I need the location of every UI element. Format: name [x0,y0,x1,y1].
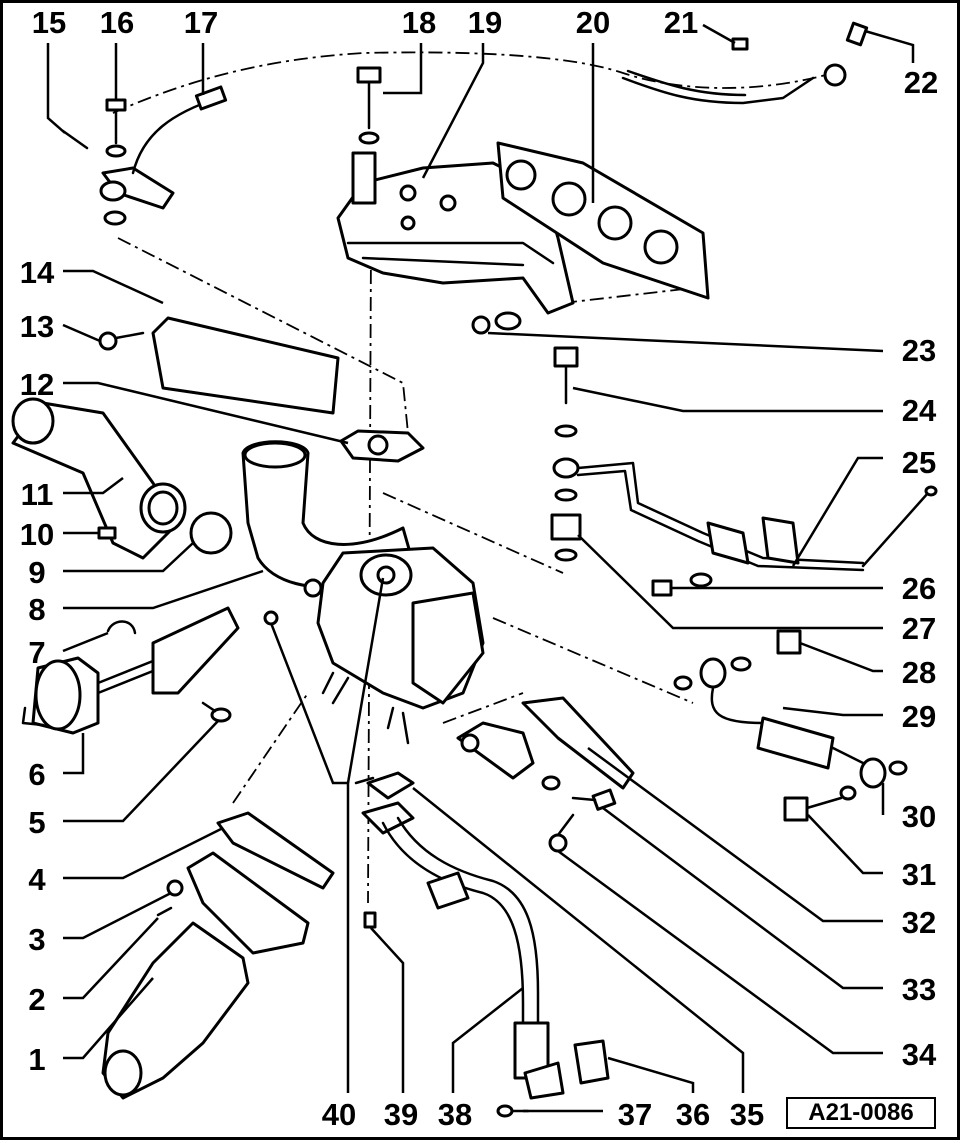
callout-3: 3 [28,922,45,957]
callout-40: 40 [322,1097,356,1132]
exploded-parts-diagram: 15 16 17 18 19 20 21 22 23 24 25 26 27 2… [11,5,938,1132]
callout-5: 5 [28,805,45,840]
callout-23: 23 [902,333,936,368]
callout-26: 26 [902,571,936,606]
downpipe-flange [186,851,310,955]
callout-10: 10 [20,517,54,552]
leader-lines [46,23,915,1113]
callout-2: 2 [28,982,45,1017]
callout-20: 20 [576,5,610,40]
callout-labels: 15 16 17 18 19 20 21 22 23 24 25 26 27 2… [20,5,938,1132]
callout-24: 24 [902,393,937,428]
heat-shield-14 [151,316,340,415]
callout-7: 7 [28,635,45,670]
callout-28: 28 [902,655,936,690]
figure-reference-code: A21-0086 [786,1097,936,1129]
callout-12: 12 [20,367,54,402]
callout-33: 33 [902,972,936,1007]
callout-22: 22 [904,65,938,100]
downpipe-1 [101,921,250,1100]
bolt-16-head [105,98,127,112]
callout-8: 8 [28,592,45,627]
callout-35: 35 [730,1097,764,1132]
callout-32: 32 [902,905,936,940]
callout-15: 15 [32,5,66,40]
callout-27: 27 [902,611,936,646]
callout-39: 39 [384,1097,418,1132]
callout-17: 17 [184,5,218,40]
callout-36: 36 [676,1097,710,1132]
callout-34: 34 [902,1037,937,1072]
callout-11: 11 [21,477,54,512]
callout-9: 9 [28,555,45,590]
assembly-lines [112,51,834,904]
callout-30: 30 [902,799,936,834]
callout-31: 31 [902,857,936,892]
callout-29: 29 [902,699,936,734]
callout-18: 18 [402,5,436,40]
callout-25: 25 [902,445,936,480]
callout-37: 37 [618,1097,652,1132]
callout-4: 4 [28,862,46,897]
parts-artwork [11,21,938,1118]
callout-1: 1 [28,1042,45,1077]
callout-19: 19 [468,5,502,40]
callout-21: 21 [664,5,698,40]
callout-38: 38 [438,1097,472,1132]
callout-14: 14 [20,255,55,290]
callout-13: 13 [20,309,54,344]
callout-16: 16 [100,5,134,40]
callout-6: 6 [28,757,45,792]
